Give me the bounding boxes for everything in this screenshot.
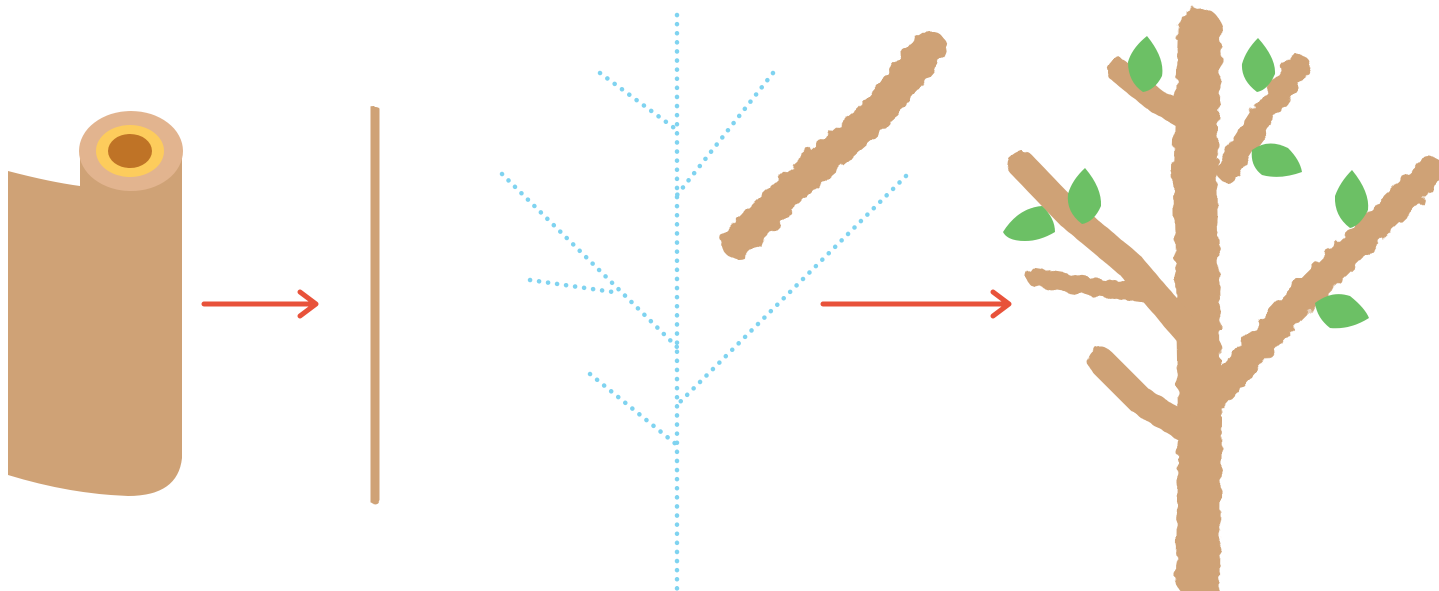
leaf-icon <box>1315 294 1369 328</box>
twisted-paper-strip-icon <box>372 125 378 485</box>
arrow-right-icon <box>204 292 316 316</box>
paper-roll-icon <box>8 111 183 496</box>
arrow-right-icon <box>823 292 1009 316</box>
paper-strip-on-template-icon <box>738 48 930 242</box>
leaf-icon <box>1242 38 1275 92</box>
leaf-icon <box>1252 143 1302 176</box>
paper-tree-with-leaves-icon <box>1003 30 1430 578</box>
